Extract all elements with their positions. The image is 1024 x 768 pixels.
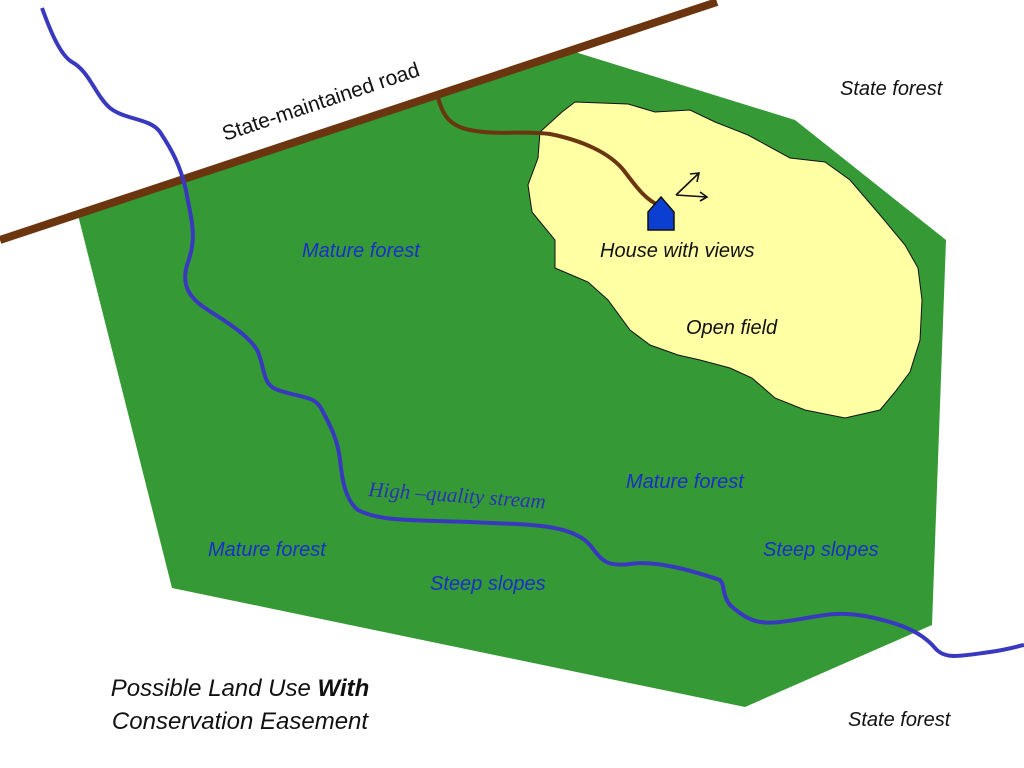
state-forest-label-top: State forest bbox=[840, 78, 944, 100]
state-road bbox=[0, 0, 719, 244]
driveway bbox=[435, 94, 661, 208]
caption-line-2: Conservation Easement bbox=[111, 708, 369, 735]
steep-slopes-label-1: Steep slopes bbox=[763, 539, 879, 561]
open-field-label: Open field bbox=[686, 317, 778, 339]
steep-slopes-label-2: Steep slopes bbox=[430, 573, 546, 595]
house-icon bbox=[647, 195, 675, 231]
mature-forest-label-3: Mature forest bbox=[208, 539, 327, 561]
house-label: House with views bbox=[600, 240, 755, 262]
map-caption: Possible Land Use With Conservation Ease… bbox=[60, 672, 420, 738]
view-arrows-icon bbox=[675, 172, 709, 202]
stream-line bbox=[40, 7, 1024, 658]
state-forest-label-bottom: State forest bbox=[848, 709, 952, 731]
caption-line-1: Possible Land Use With bbox=[60, 672, 420, 705]
caption-bold: With bbox=[317, 675, 370, 702]
caption-prefix: Possible Land Use bbox=[110, 675, 318, 702]
mature-forest-label-2: Mature forest bbox=[626, 471, 745, 493]
mature-forest-label-1: Mature forest bbox=[302, 240, 421, 262]
open-field-area bbox=[527, 101, 923, 419]
